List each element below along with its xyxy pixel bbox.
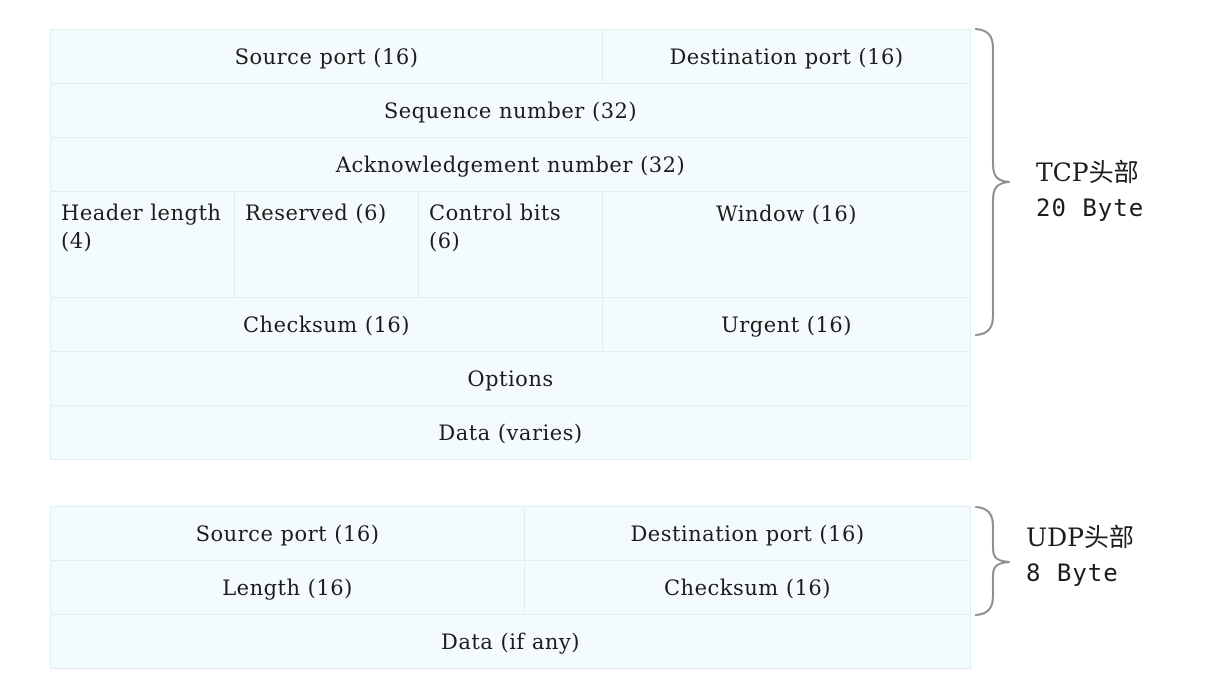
tcp-cell-control-bits: Control bits (6) — [418, 191, 603, 298]
udp-cell-checksum: Checksum (16) — [524, 560, 971, 615]
tcp-annotation: TCP头部 20 Byte — [1036, 155, 1144, 226]
table-row: Data (if any) — [50, 614, 971, 669]
udp-cell-data: Data (if any) — [50, 614, 971, 669]
table-row: Source port (16) Destination port (16) — [50, 506, 971, 561]
udp-cell-source-port: Source port (16) — [50, 506, 525, 561]
table-row: Header length (4) Reserved (6) Control b… — [50, 191, 971, 298]
tcp-cell-sequence-number: Sequence number (32) — [50, 83, 971, 138]
tcp-header-table: Source port (16) Destination port (16) S… — [50, 29, 971, 460]
tcp-cell-destination-port: Destination port (16) — [602, 29, 971, 84]
udp-annotation-name: UDP头部 — [1026, 523, 1134, 552]
udp-brace-icon — [972, 504, 1014, 618]
tcp-cell-source-port: Source port (16) — [50, 29, 603, 84]
table-row: Sequence number (32) — [50, 83, 971, 138]
udp-annotation-size: 8 Byte — [1026, 559, 1119, 588]
tcp-cell-checksum: Checksum (16) — [50, 297, 603, 352]
tcp-brace-icon — [972, 26, 1014, 338]
udp-annotation: UDP头部 8 Byte — [1026, 520, 1134, 591]
tcp-cell-acknowledgement-number: Acknowledgement number (32) — [50, 137, 971, 192]
tcp-annotation-size: 20 Byte — [1036, 194, 1145, 223]
table-row: Options — [50, 351, 971, 406]
udp-cell-destination-port: Destination port (16) — [524, 506, 971, 561]
table-row: Length (16) Checksum (16) — [50, 560, 971, 615]
tcp-cell-window: Window (16) — [602, 191, 971, 298]
tcp-cell-urgent: Urgent (16) — [602, 297, 971, 352]
tcp-annotation-name: TCP头部 — [1036, 158, 1139, 187]
table-row: Acknowledgement number (32) — [50, 137, 971, 192]
tcp-cell-data: Data (varies) — [50, 405, 971, 460]
tcp-cell-reserved: Reserved (6) — [234, 191, 419, 298]
tcp-cell-header-length: Header length (4) — [50, 191, 235, 298]
table-row: Source port (16) Destination port (16) — [50, 29, 971, 84]
table-row: Data (varies) — [50, 405, 971, 460]
table-row: Checksum (16) Urgent (16) — [50, 297, 971, 352]
udp-header-table: Source port (16) Destination port (16) L… — [50, 506, 971, 669]
udp-cell-length: Length (16) — [50, 560, 525, 615]
tcp-cell-options: Options — [50, 351, 971, 406]
